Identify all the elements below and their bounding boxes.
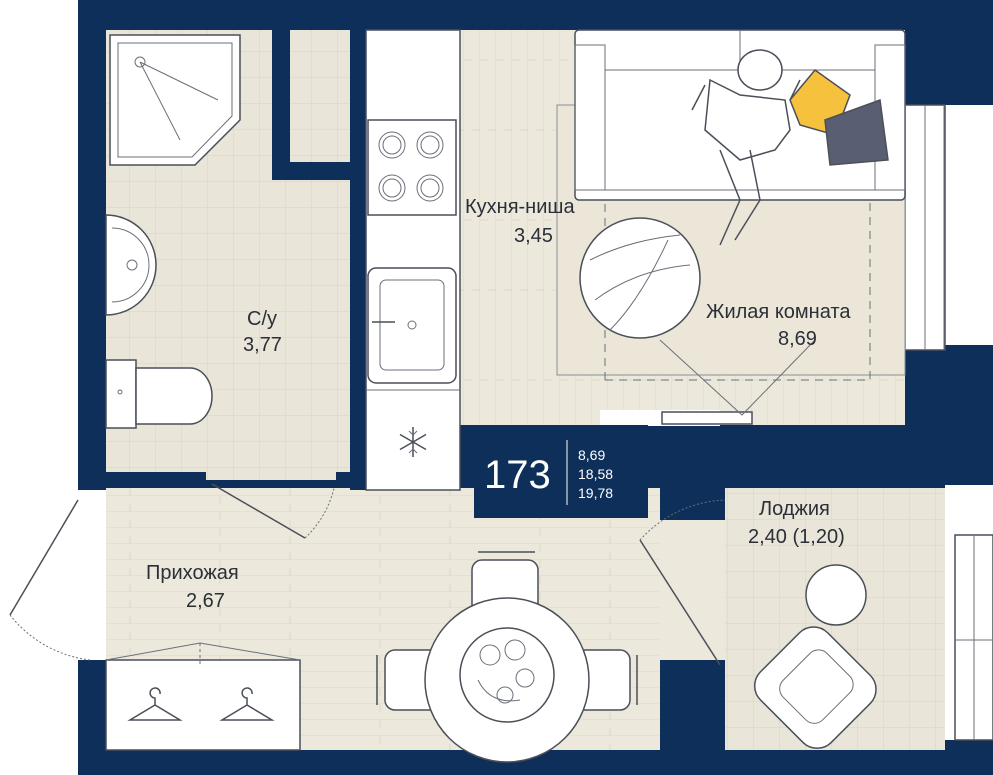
bathroom-door <box>211 483 335 539</box>
coffee-table <box>579 217 701 339</box>
stove-icon <box>367 119 457 216</box>
apartment-area-3: 19,78 <box>578 485 613 501</box>
pillow-icon <box>789 68 889 166</box>
wardrobe <box>105 642 301 751</box>
kitchen-area: 3,45 <box>514 225 553 247</box>
shower-icon <box>109 34 241 166</box>
kitchen-sink-icon <box>367 267 457 384</box>
fruit-bowl-icon <box>459 627 555 723</box>
bathroom-name: С/у <box>247 308 277 330</box>
inner-walls <box>78 30 945 750</box>
apartment-area-1: 8,69 <box>578 447 605 463</box>
armchair-icon <box>753 626 877 750</box>
hanger-icon <box>127 687 275 721</box>
person-icon <box>691 49 801 246</box>
sink-icon <box>105 214 157 316</box>
room-labels: С/у 3,77 Кухня-ниша 3,45 Жилая комната 8… <box>146 196 851 612</box>
apartment-number: 173 <box>484 453 551 497</box>
kitchen-counter <box>365 29 461 491</box>
windows <box>661 104 993 741</box>
apartment-area-2: 18,58 <box>578 466 613 482</box>
living-area: 8,69 <box>778 328 817 350</box>
hallway-area: 2,67 <box>186 590 225 612</box>
apartment-badge: 173 8,69 18,58 19,78 <box>474 425 648 518</box>
bathroom-area: 3,77 <box>243 334 282 356</box>
kitchen-name: Кухня-ниша <box>465 196 575 218</box>
snowflake-icon <box>399 427 427 457</box>
toilet-icon <box>105 359 213 429</box>
hallway-name: Прихожая <box>146 562 239 584</box>
loggia-door <box>639 499 726 666</box>
loggia-area: 2,40 (1,20) <box>748 526 845 548</box>
dining-set <box>376 551 638 763</box>
entrance-door <box>9 499 91 661</box>
loggia-name: Лоджия <box>759 498 830 520</box>
round-table-icon <box>805 564 867 626</box>
living-name: Жилая комната <box>706 301 851 323</box>
